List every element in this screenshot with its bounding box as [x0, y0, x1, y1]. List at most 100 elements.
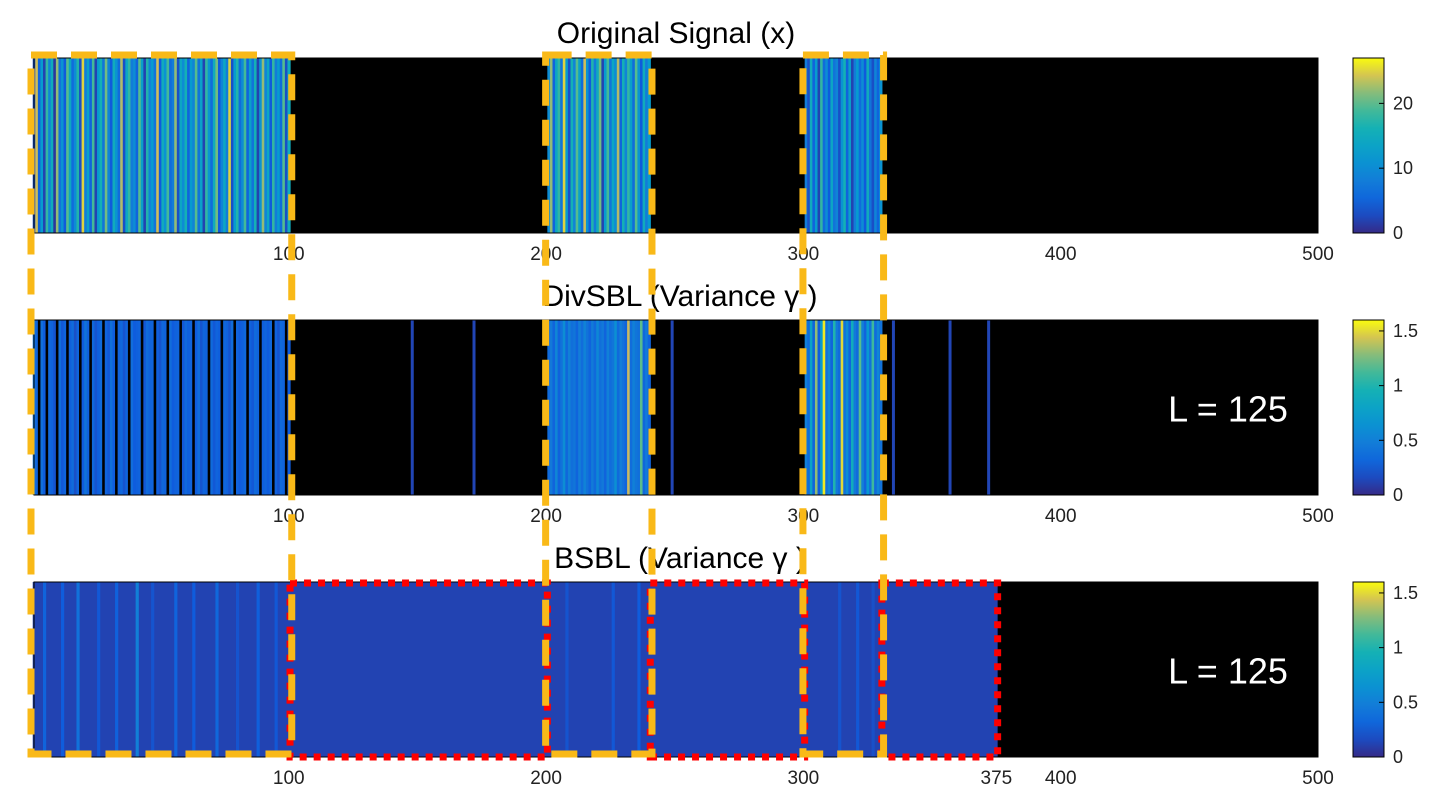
data-column-panel-1 — [225, 58, 229, 233]
colorbar-tick-label-panel-2: 0 — [1393, 485, 1403, 505]
data-column-panel-1 — [279, 58, 283, 233]
data-column-panel-2 — [187, 320, 191, 495]
data-column-panel-1 — [807, 58, 811, 233]
data-column-panel-1 — [573, 58, 577, 233]
data-column-panel-2 — [76, 320, 80, 495]
data-column-panel-2 — [225, 320, 229, 495]
data-column-panel-1 — [570, 58, 574, 233]
data-column-panel-2 — [555, 320, 559, 495]
data-column-panel-1 — [120, 58, 124, 233]
data-column-panel-2 — [153, 320, 157, 495]
data-column-panel-2 — [876, 320, 880, 495]
x-tick-label-panel-1: 400 — [1045, 244, 1077, 265]
spurious-spike-panel-2 — [987, 320, 991, 495]
data-column-panel-1 — [840, 58, 844, 233]
data-column-panel-1 — [40, 58, 44, 233]
x-tick-label-panel-1: 300 — [788, 244, 820, 265]
data-column-panel-1 — [606, 58, 610, 233]
colorbar-panel-1 — [1352, 57, 1385, 234]
data-column-panel-3 — [61, 582, 65, 757]
data-column-panel-2 — [269, 320, 273, 495]
data-column-panel-1 — [112, 58, 116, 233]
data-column-panel-1 — [645, 58, 649, 233]
data-column-panel-1 — [205, 58, 209, 233]
data-column-panel-3 — [76, 582, 80, 757]
data-column-panel-2 — [48, 320, 52, 495]
data-column-panel-1 — [166, 58, 170, 233]
panel-2-title: DivSBL (Variance γ ) — [542, 280, 817, 313]
data-column-panel-2 — [284, 320, 289, 495]
data-column-panel-1 — [133, 58, 137, 233]
data-column-panel-1 — [140, 58, 144, 233]
data-column-panel-2 — [560, 320, 564, 495]
data-column-panel-2 — [233, 320, 237, 495]
data-column-panel-1 — [71, 58, 75, 233]
yellow-dashed-box — [27, 51, 296, 758]
data-column-panel-2 — [171, 320, 175, 495]
data-column-panel-2 — [809, 320, 813, 495]
x-tick-label-panel-1: 500 — [1302, 244, 1334, 265]
data-column-panel-2 — [217, 320, 222, 495]
data-column-panel-2 — [848, 320, 852, 495]
data-column-panel-1 — [66, 58, 70, 233]
data-column-panel-1 — [202, 58, 206, 233]
data-column-panel-2 — [567, 320, 572, 495]
data-column-panel-3 — [565, 582, 569, 757]
data-column-panel-2 — [585, 320, 590, 495]
data-column-panel-1 — [207, 58, 211, 233]
x-tick-label-panel-3: 400 — [1045, 768, 1077, 789]
data-column-panel-2 — [202, 320, 206, 495]
data-column-panel-2 — [205, 320, 209, 495]
data-column-panel-1 — [115, 58, 119, 233]
data-column-panel-1 — [598, 58, 602, 233]
data-column-panel-1 — [616, 58, 620, 233]
data-column-panel-1 — [169, 58, 173, 233]
data-column-panel-1 — [174, 58, 178, 233]
data-column-panel-1 — [148, 58, 152, 233]
data-column-panel-2 — [632, 320, 636, 495]
data-column-panel-2 — [580, 320, 584, 495]
data-column-panel-1 — [565, 58, 569, 233]
data-column-panel-2 — [230, 320, 235, 495]
data-column-panel-2 — [254, 320, 258, 495]
data-column-panel-1 — [73, 58, 78, 233]
data-column-panel-2 — [871, 320, 875, 495]
data-column-panel-1 — [55, 58, 60, 233]
data-column-panel-1 — [99, 58, 103, 233]
data-column-panel-2 — [856, 320, 860, 495]
data-column-panel-3 — [871, 582, 875, 757]
data-column-panel-1 — [156, 58, 160, 233]
data-column-panel-1 — [835, 58, 839, 233]
data-column-panel-3 — [235, 582, 240, 757]
data-column-panel-2 — [84, 320, 88, 495]
data-column-panel-2 — [274, 320, 278, 495]
data-column-panel-1 — [241, 58, 245, 233]
data-column-panel-1 — [575, 58, 579, 233]
data-column-panel-3 — [174, 582, 178, 757]
data-column-panel-2 — [194, 320, 198, 495]
data-column-panel-1 — [601, 58, 605, 233]
data-column-panel-2 — [843, 320, 847, 495]
data-column-panel-2 — [866, 320, 870, 495]
data-column-panel-1 — [259, 58, 263, 233]
data-column-panel-2 — [89, 320, 93, 495]
data-column-panel-2 — [814, 320, 819, 495]
data-column-panel-2 — [43, 320, 47, 495]
data-column-panel-2 — [634, 320, 639, 495]
data-column-panel-1 — [138, 58, 142, 233]
data-column-panel-2 — [156, 320, 160, 495]
data-column-panel-2 — [61, 320, 65, 495]
data-column-panel-1 — [850, 58, 855, 233]
data-column-panel-1 — [287, 58, 291, 233]
x-tick-label-panel-3: 100 — [273, 768, 305, 789]
data-column-panel-2 — [115, 320, 119, 495]
data-column-panel-2 — [79, 320, 83, 495]
colorbar-tick-label-panel-2: 1 — [1393, 376, 1403, 396]
data-column-panel-3 — [637, 582, 641, 757]
data-column-panel-2 — [40, 320, 44, 495]
data-column-panel-2 — [130, 320, 134, 495]
data-column-panel-2 — [228, 320, 232, 495]
data-column-panel-1 — [248, 58, 253, 233]
data-column-panel-1 — [557, 58, 561, 233]
